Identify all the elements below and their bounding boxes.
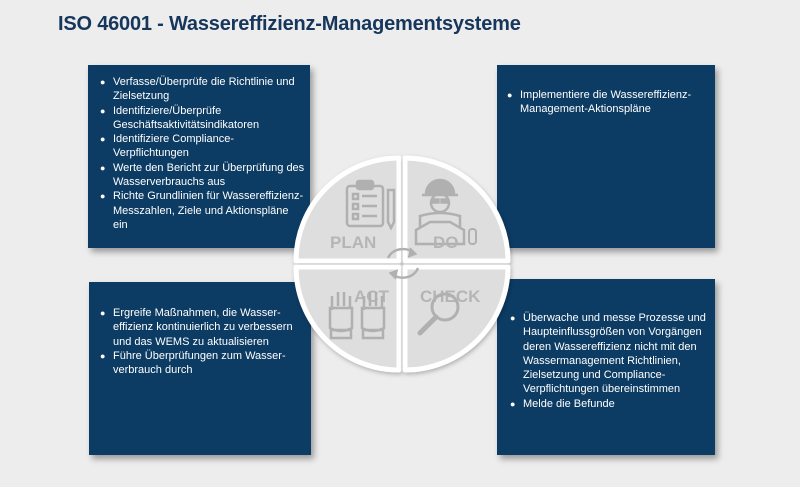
list-item: Implementiere die Wassereffizienz-Manage…	[507, 88, 707, 117]
check-textbox: Überwache und messe Prozesse und Hauptei…	[497, 279, 715, 455]
check-quadrant	[402, 264, 511, 373]
list-item: Melde die Befunde	[510, 397, 710, 412]
list-item: Werte den Bericht zur Überprüfung des Wa…	[100, 161, 305, 190]
plan-label: PLAN	[330, 233, 376, 252]
act-label: ACT	[354, 287, 390, 306]
worker-blueprint-icon	[414, 178, 466, 246]
cycle-arrows-icon	[386, 247, 420, 280]
plan-list: Verfasse/Überprüfe die Richtlinie und Zi…	[100, 75, 305, 232]
list-item: Überwache und messe Prozesse und Hauptei…	[510, 311, 710, 397]
magnifier-icon	[417, 292, 460, 336]
list-item: Führe Überprüfungen zum Wasser-verbrauch…	[100, 349, 305, 378]
list-item: Identifiziere/Überprüfe Geschäftsaktivit…	[100, 104, 305, 133]
list-item: Identifiziere Compliance-Verpflichtungen	[100, 132, 305, 161]
plan-textbox: Verfasse/Überprüfe die Richtlinie und Zi…	[88, 65, 310, 248]
act-quadrant	[293, 264, 402, 373]
do-textbox: Implementiere die Wassereffizienz-Manage…	[497, 65, 715, 248]
act-list: Ergreife Maßnahmen, die Wasser-effizienz…	[100, 306, 305, 377]
page-title: ISO 46001 - Wassereffizienz-Managementsy…	[58, 13, 521, 35]
act-textbox: Ergreife Maßnahmen, die Wasser-effizienz…	[89, 282, 311, 455]
do-bottle-icon	[468, 228, 477, 245]
list-item: Ergreife Maßnahmen, die Wasser-effizienz…	[100, 306, 305, 349]
check-list: Überwache und messe Prozesse und Hauptei…	[510, 311, 710, 411]
do-label: DO	[433, 233, 459, 252]
gloved-hands-icon	[328, 292, 386, 340]
do-list: Implementiere die Wassereffizienz-Manage…	[507, 88, 707, 117]
list-item: Richte Grundlinien für Wassereffizienz-M…	[100, 189, 305, 232]
list-item: Verfasse/Überprüfe die Richtlinie und Zi…	[100, 75, 305, 104]
clipboard-checklist-icon	[345, 179, 396, 231]
